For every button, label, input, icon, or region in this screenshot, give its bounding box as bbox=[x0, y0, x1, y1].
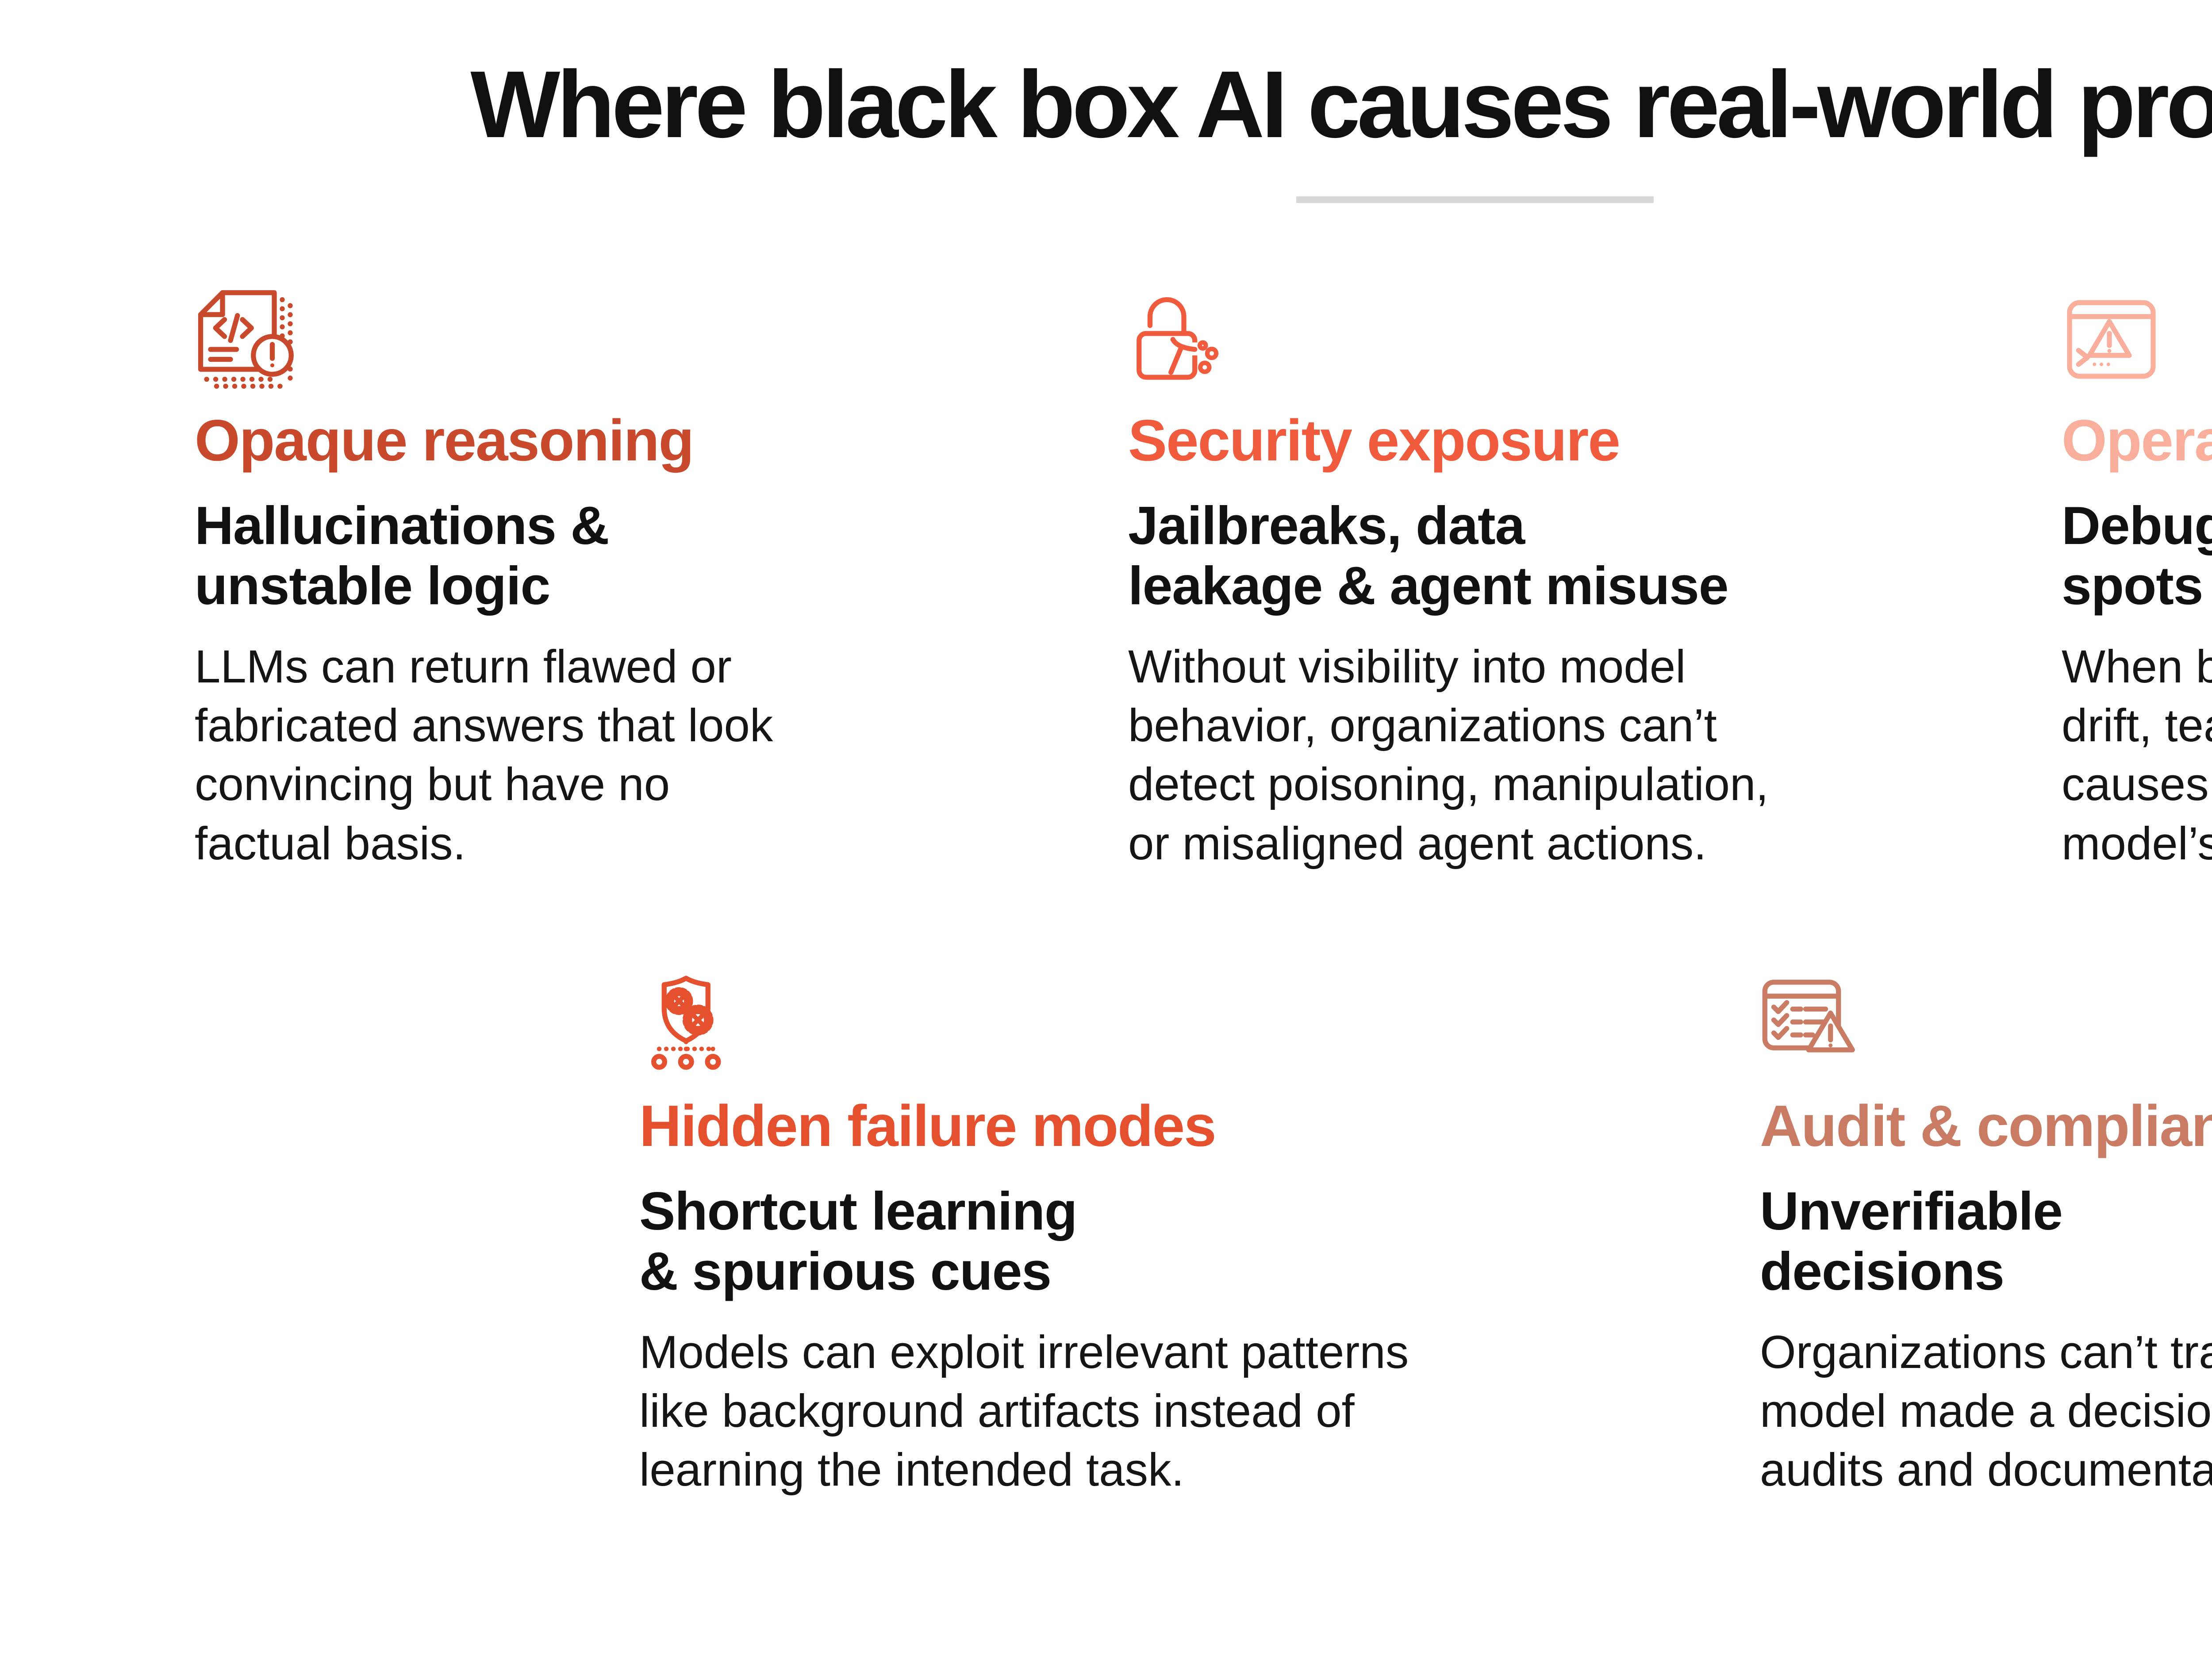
card-hidden-failure-modes: Hidden failure modes Shortcut learning &… bbox=[639, 975, 1701, 1500]
terminal-warning-icon bbox=[2062, 290, 2212, 389]
card-heading: Operational fragility bbox=[2062, 408, 2212, 473]
card-body: LLMs can return flawed or fabricated ans… bbox=[195, 640, 773, 870]
checklist-warning-icon bbox=[1760, 975, 2212, 1075]
card-subheading: Unverifiable decisions bbox=[1760, 1180, 2063, 1302]
card-body: Models can exploit irrelevant patterns l… bbox=[639, 1326, 1409, 1496]
card-heading: Opaque reasoning bbox=[195, 408, 694, 473]
title-divider bbox=[1296, 196, 1654, 203]
card-operational-fragility: Operational fragility Debugging blind sp… bbox=[2062, 290, 2212, 873]
card-heading: Audit & compliance breakdown bbox=[1760, 1093, 2212, 1158]
card-heading: Hidden failure modes bbox=[639, 1093, 1217, 1158]
card-heading: Security exposure bbox=[1128, 408, 1621, 473]
card-subheading: Jailbreaks, data leakage & agent misuse bbox=[1128, 495, 1729, 616]
card-subheading: Debugging blind spots bbox=[2062, 495, 2212, 616]
card-body: Without visibility into model behavior, … bbox=[1128, 640, 1769, 870]
page-title: Where black box AI causes real-world pro… bbox=[470, 51, 2212, 157]
document-code-warning-icon bbox=[195, 290, 1097, 389]
card-body: When behavior shifts or outputs drift, t… bbox=[2062, 640, 2212, 870]
shield-gears-warning-icon bbox=[639, 975, 1701, 1075]
card-security-exposure: Security exposure Jailbreaks, data leaka… bbox=[1128, 290, 2031, 873]
card-audit-compliance-breakdown: Audit & compliance breakdown Unverifiabl… bbox=[1760, 975, 2212, 1500]
card-opaque-reasoning: Opaque reasoning Hallucinations & unstab… bbox=[195, 290, 1097, 873]
open-padlock-leak-icon bbox=[1128, 290, 2031, 389]
card-subheading: Shortcut learning & spurious cues bbox=[639, 1180, 1077, 1302]
card-body: Organizations can’t trace how a model ma… bbox=[1760, 1326, 2212, 1496]
card-subheading: Hallucinations & unstable logic bbox=[195, 495, 610, 616]
